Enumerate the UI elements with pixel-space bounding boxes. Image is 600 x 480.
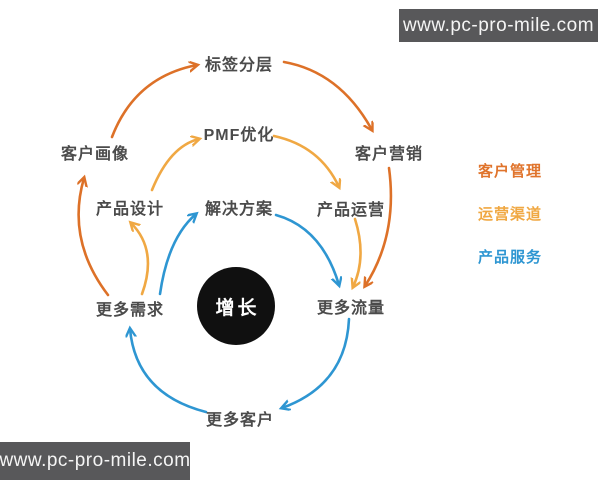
node-product-design: 产品设计 — [95, 201, 165, 218]
node-pmf-optimization: PMF优化 — [203, 127, 275, 144]
legend-item-operations-channel: 运营渠道 — [478, 206, 543, 223]
node-solution: 解决方案 — [204, 201, 274, 218]
legend: 客户管理 运营渠道 产品服务 — [478, 160, 542, 289]
growth-label: 增长 — [215, 297, 260, 319]
node-product-operations: 产品运营 — [316, 202, 386, 219]
growth-center-circle: 增长 — [197, 267, 275, 345]
node-more-traffic: 更多流量 — [316, 300, 386, 317]
operations-channel-loop — [131, 134, 362, 296]
product-service-loop — [130, 214, 351, 414]
watermark-bottom-left: www.pc-pro-mile.com — [0, 442, 190, 480]
watermark-top-right: www.pc-pro-mile.com — [399, 9, 598, 42]
node-more-customers: 更多客户 — [205, 412, 275, 429]
node-customer-marketing: 客户营销 — [354, 146, 424, 163]
node-customer-profile: 客户画像 — [60, 146, 130, 163]
node-label-tiering: 标签分层 — [204, 57, 274, 74]
legend-item-customer-management: 客户管理 — [478, 163, 543, 180]
node-more-demand: 更多需求 — [95, 302, 165, 319]
legend-item-product-service: 产品服务 — [478, 249, 543, 266]
customer-management-loop — [79, 62, 393, 297]
